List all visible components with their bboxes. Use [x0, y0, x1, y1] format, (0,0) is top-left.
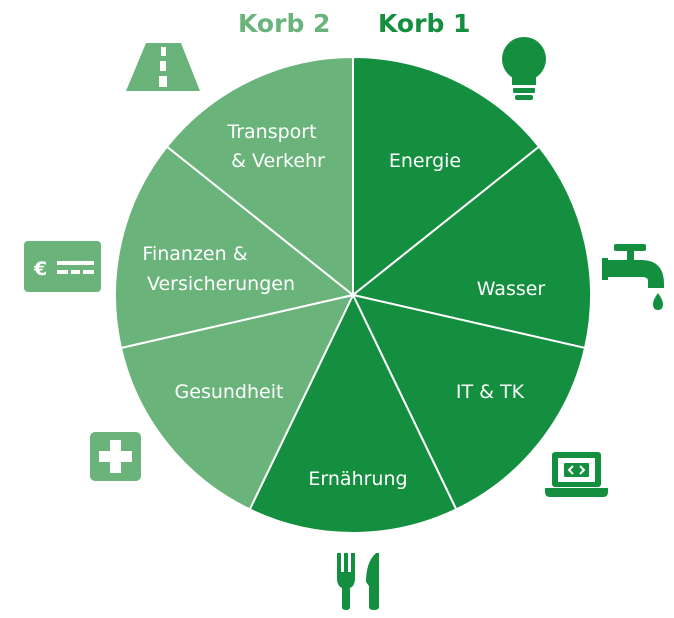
sector-slice-wasser — [350, 145, 592, 350]
sector-label-energie: Energie — [389, 150, 461, 172]
water-tap-icon — [602, 244, 664, 310]
euro-card-icon: € — [24, 241, 101, 292]
sector-slices — [114, 55, 592, 534]
sector-slice-energie — [352, 55, 541, 298]
legend-korb-2: Korb 2 — [238, 9, 330, 38]
sector-labels: Energie Wasser IT & TK Ernährung Gesundh… — [142, 121, 545, 490]
road-icon — [126, 43, 200, 91]
medical-cross-icon — [90, 432, 141, 481]
sector-label-transport: Transport & Verkehr — [226, 121, 325, 172]
svg-text:€: € — [33, 258, 47, 280]
sector-slice-ernaehrung — [248, 292, 458, 534]
sector-label-it-tk: IT & TK — [456, 381, 525, 403]
lightbulb-icon — [502, 37, 546, 100]
sector-slice-gesundheit — [119, 293, 355, 511]
laptop-code-icon — [545, 452, 608, 497]
sector-slice-finanzen — [114, 145, 356, 350]
sector-label-finanzen: Finanzen & Versicherungen — [142, 243, 295, 295]
sector-label-wasser: Wasser — [477, 278, 546, 300]
sector-slice-transport — [165, 55, 354, 298]
sector-slice-it-tk — [351, 293, 587, 511]
fork-knife-icon — [337, 553, 379, 610]
sector-label-gesundheit: Gesundheit — [175, 381, 284, 403]
legend-korb-1: Korb 1 — [378, 9, 470, 38]
sector-label-ernaehrung: Ernährung — [308, 468, 407, 490]
